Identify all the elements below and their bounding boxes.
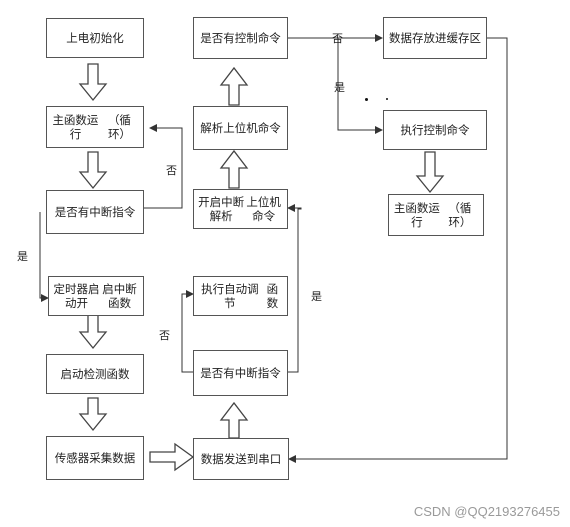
node-parse-command: 解析上位机命令 [193, 106, 288, 150]
block-arrow-timer-to-detect [78, 313, 108, 350]
node-auto-adjust: 执行自动调节函数 [193, 276, 288, 316]
node-has-interrupt-1: 是否有中断指令 [46, 190, 144, 234]
node-start-detect: 启动检测函数 [46, 354, 144, 394]
stray-dot [386, 98, 388, 100]
block-arrow-main-to-interrupt [78, 151, 108, 190]
node-has-control-cmd: 是否有控制命令 [193, 17, 288, 59]
stray-dot [365, 98, 368, 101]
connector-no-to-auto-adjust [181, 290, 194, 373]
edge-label-yes-control: 是 [334, 81, 345, 94]
node-open-interrupt-parse: 开启中断解析上位机命令 [193, 189, 288, 229]
connector-no-back-to-main [144, 124, 183, 209]
block-arrow-sensor-to-send [149, 442, 195, 472]
node-has-interrupt-2: 是否有中断指令 [193, 350, 288, 396]
edge-label-no-control: 否 [332, 32, 343, 45]
block-arrow-open-to-parse [219, 149, 249, 189]
connector-yes-to-timer [39, 212, 49, 302]
connector-buffer-to-serial [288, 37, 508, 463]
connector-yes-to-exec-control [337, 38, 383, 134]
watermark: CSDN @QQ2193276455 [413, 504, 560, 519]
block-arrow-exec-to-main2 [415, 151, 445, 194]
node-main-loop-1: 主函数运行（循环） [46, 106, 144, 148]
node-exec-control: 执行控制命令 [383, 110, 487, 150]
node-main-loop-2: 主函数运行（循环） [388, 194, 484, 236]
edge-label-no-interrupt-2: 否 [159, 329, 170, 342]
block-arrow-send-to-interrupt2 [219, 401, 249, 439]
block-arrow-parse-to-control [219, 66, 249, 106]
node-timer-start: 定时器启动开启中断函数 [48, 276, 144, 316]
edge-label-yes-interrupt: 是 [17, 250, 28, 263]
block-arrow-detect-to-sensor [78, 397, 108, 432]
block-arrow-init-to-main [78, 63, 108, 102]
connector-yes-to-open-interrupt [287, 204, 302, 373]
edge-label-no-interrupt: 否 [166, 164, 177, 177]
node-store-buffer: 数据存放进缓存区 [383, 17, 487, 59]
node-send-serial: 数据发送到串口 [193, 438, 289, 480]
edge-label-yes-interrupt-2: 是 [311, 290, 322, 303]
node-power-on-init: 上电初始化 [46, 18, 144, 58]
node-sensor-collect: 传感器采集数据 [46, 436, 144, 480]
